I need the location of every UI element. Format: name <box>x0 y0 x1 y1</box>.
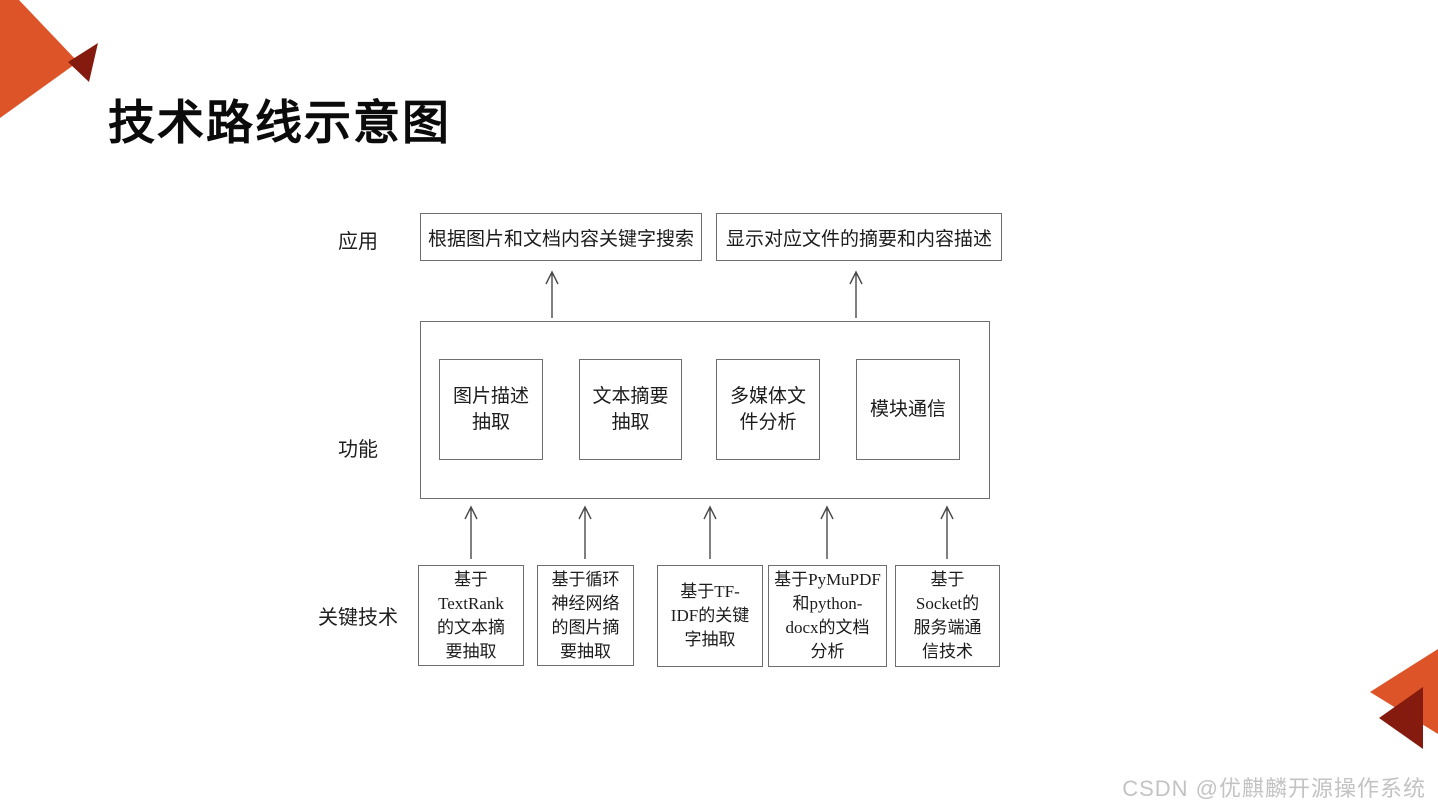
application-box-summary-display: 显示对应文件的摘要和内容描述 <box>716 213 1002 261</box>
watermark: CSDN @优麒麟开源操作系统 <box>1122 776 1426 801</box>
function-box-module-communication: 模块通信 <box>856 359 960 460</box>
function-box-image-description: 图片描述 抽取 <box>439 359 543 460</box>
row-label-key-technology: 关键技术 <box>318 607 398 629</box>
tech-box-tfidf: 基于TF- IDF的关键 字抽取 <box>657 565 763 667</box>
corner-decoration-top-left-icon <box>0 0 98 118</box>
arrow-up-icon <box>820 505 834 559</box>
arrow-up-icon <box>578 505 592 559</box>
row-label-function: 功能 <box>338 439 378 461</box>
arrow-up-icon <box>703 505 717 559</box>
arrow-up-icon <box>464 505 478 559</box>
arrow-up-icon <box>940 505 954 559</box>
tech-box-rnn: 基于循环 神经网络 的图片摘 要抽取 <box>537 565 634 666</box>
page-title: 技术路线示意图 <box>108 96 451 149</box>
corner-decoration-bottom-right-icon <box>1370 649 1438 749</box>
function-box-multimedia-analysis: 多媒体文 件分析 <box>716 359 820 460</box>
arrow-up-icon <box>849 270 863 318</box>
function-box-text-summary: 文本摘要 抽取 <box>579 359 682 460</box>
application-box-keyword-search: 根据图片和文档内容关键字搜索 <box>420 213 702 261</box>
arrow-up-icon <box>545 270 559 318</box>
tech-box-pymupdf: 基于PyMuPDF 和python- docx的文档 分析 <box>768 565 887 667</box>
tech-box-textrank: 基于 TextRank 的文本摘 要抽取 <box>418 565 524 666</box>
tech-box-socket: 基于 Socket的 服务端通 信技术 <box>895 565 1000 667</box>
row-label-application: 应用 <box>338 231 378 253</box>
